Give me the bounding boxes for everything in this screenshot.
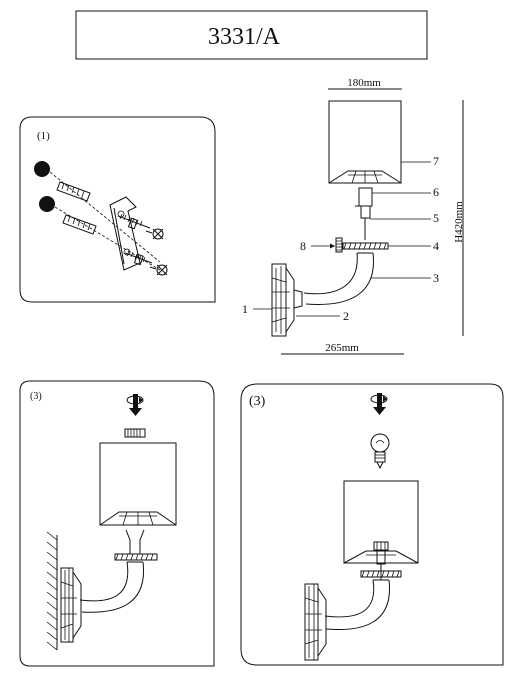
- wall-hatching: [46, 531, 58, 651]
- drill-hole: [39, 196, 55, 212]
- screw-icon: [145, 228, 164, 240]
- step3-panel: (3): [240, 383, 504, 666]
- part-8-label: 8: [300, 239, 306, 253]
- lamp-arm: [324, 579, 390, 631]
- part-2-label: 2: [343, 309, 349, 323]
- step2-panel: (3): [19, 380, 215, 667]
- screw-rotate-icon: [126, 394, 144, 416]
- socket: [360, 541, 402, 580]
- screw-icon: [124, 250, 153, 266]
- title-box: 3331/A: [75, 10, 428, 60]
- drill-hole: [34, 161, 50, 177]
- screw-icon: [117, 213, 151, 230]
- wall-base: [304, 583, 327, 661]
- lamp-arm: [303, 252, 374, 305]
- height-dimension: H420mm: [453, 201, 465, 243]
- width-dimension: 180mm: [347, 77, 381, 89]
- screw-icon: [149, 264, 168, 276]
- lamp-shade: [343, 480, 419, 564]
- step1-label: (1): [37, 130, 50, 142]
- wall-base: [60, 567, 82, 643]
- step1-panel: (1): [19, 116, 216, 303]
- step3-label: (3): [249, 394, 266, 409]
- ring-nut: [124, 428, 146, 438]
- depth-dimension: 265mm: [325, 342, 359, 354]
- light-bulb-icon: [370, 433, 390, 470]
- part-3-label: 3: [433, 271, 439, 285]
- lamp-shade: [328, 100, 402, 184]
- socket: [355, 187, 373, 240]
- part-5-label: 5: [433, 211, 439, 225]
- model-number: 3331/A: [208, 24, 281, 50]
- part-4-label: 4: [433, 239, 439, 253]
- wall-anchor-icon: [56, 181, 91, 202]
- lamp-shade: [99, 442, 177, 526]
- wall-base: [271, 263, 303, 337]
- step2-label: (3): [30, 391, 42, 402]
- screw-rotate-icon: [370, 393, 388, 415]
- socket: [114, 529, 158, 561]
- wall-anchor-icon: [62, 214, 97, 235]
- mounting-bracket-icon: [109, 196, 141, 271]
- part-1-label: 1: [242, 302, 248, 316]
- lamp-arm: [79, 561, 145, 613]
- part-6-label: 6: [433, 185, 439, 199]
- dimension-drawing: 180mm: [242, 77, 465, 355]
- bobeche-plate: [335, 237, 389, 253]
- part-7-label: 7: [433, 154, 439, 168]
